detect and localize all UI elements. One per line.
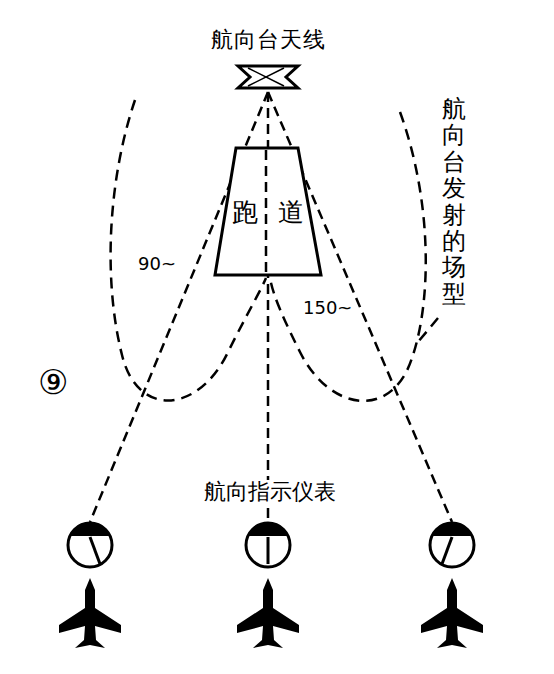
runway-label: 跑道 <box>210 198 326 227</box>
pattern-label: 航向台发射的场型 <box>442 96 466 307</box>
indicator-cap <box>70 523 110 536</box>
course-indicator <box>246 523 290 567</box>
frequency-label: 90~ <box>138 254 176 274</box>
indicator-needle <box>442 537 452 564</box>
instrument-label: 航向指示仪表 <box>202 480 338 504</box>
leader-line <box>418 318 438 342</box>
course-indicators <box>68 523 474 567</box>
aircraft-silhouette <box>237 578 299 648</box>
indicator-dial <box>430 523 474 567</box>
indicator-dial <box>68 523 112 567</box>
antenna-label: 航向台天线 <box>198 28 338 52</box>
indicator-dial <box>246 523 290 567</box>
indicator-needle <box>267 537 270 564</box>
field-pattern <box>111 100 438 401</box>
indicator-needle <box>90 537 100 564</box>
course-indicator <box>430 523 474 567</box>
frequency-label: 150~ <box>303 298 352 318</box>
antenna: 航向台天线 <box>198 28 338 92</box>
figure-number: ⑨ <box>38 364 68 401</box>
antenna-symbol <box>238 66 298 88</box>
beam-lines <box>90 92 452 522</box>
aircraft-silhouette <box>421 578 483 648</box>
aircraft-silhouette <box>59 578 121 648</box>
indicator-cap <box>248 523 288 536</box>
aircraft <box>59 578 483 648</box>
runway: 跑道 <box>210 146 326 277</box>
course-indicator <box>68 523 112 567</box>
antenna-symbol <box>248 68 284 86</box>
indicator-cap <box>432 523 472 536</box>
